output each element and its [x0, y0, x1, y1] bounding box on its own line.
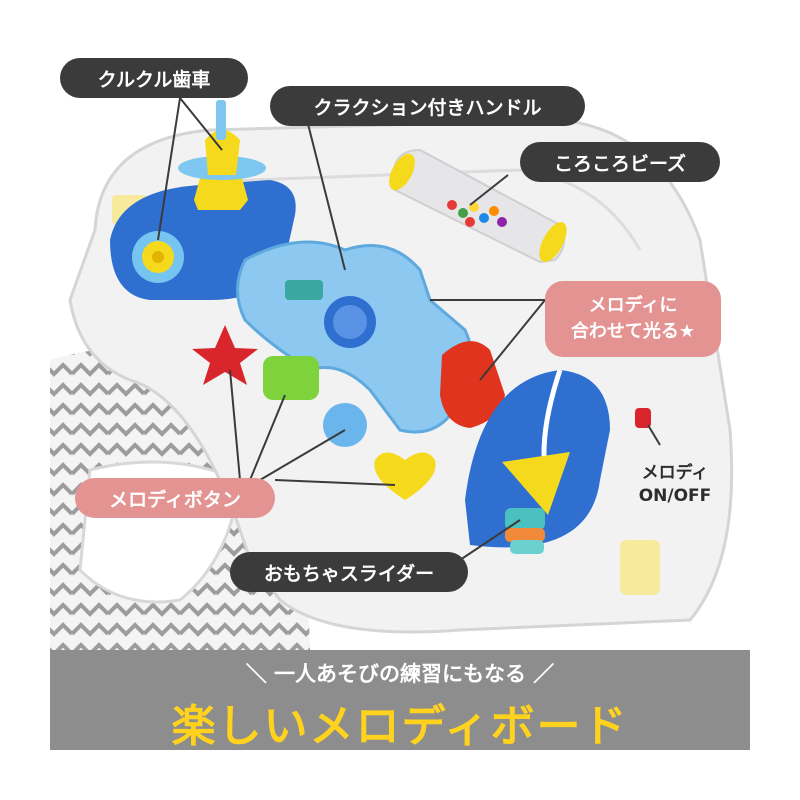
- label-melody-switch-line1: メロディ: [641, 463, 709, 483]
- bead-tube: [389, 148, 567, 264]
- label-light-sync-line2: 合わせて光る★: [570, 321, 696, 342]
- label-light-sync: メロディに 合わせて光る★: [545, 281, 721, 357]
- heart-button: [374, 452, 436, 500]
- label-melody-switch-line2: ON/OFF: [638, 485, 712, 506]
- red-light-lens: [440, 341, 505, 428]
- yellow-clip-right: [620, 540, 660, 595]
- banner-subtitle: ＼ 一人あそびの練習にもなる ／: [245, 662, 555, 686]
- blue-circle-button: [323, 403, 367, 447]
- label-light-sync-line1: メロディに: [588, 294, 678, 316]
- label-melody-buttons: メロディボタン: [75, 478, 275, 518]
- melody-switch: [635, 408, 651, 428]
- promo-banner: ＼ 一人あそびの練習にもなる ／ 楽しいメロディボード: [50, 650, 750, 750]
- label-melody-switch: メロディ ON/OFF: [620, 462, 730, 508]
- slider-toy: [465, 369, 610, 554]
- label-horn-handle: クラクション付きハンドル: [270, 86, 585, 126]
- green-button: [263, 356, 319, 400]
- label-slider: おもちゃスライダー: [230, 552, 468, 592]
- leader-lines: [157, 97, 661, 561]
- banner-title: 楽しいメロディボード: [171, 701, 629, 750]
- steering-handle: [236, 240, 473, 434]
- label-gear: クルクル歯車: [60, 58, 248, 98]
- star-button: [192, 325, 258, 385]
- label-beads: ころころビーズ: [520, 142, 720, 182]
